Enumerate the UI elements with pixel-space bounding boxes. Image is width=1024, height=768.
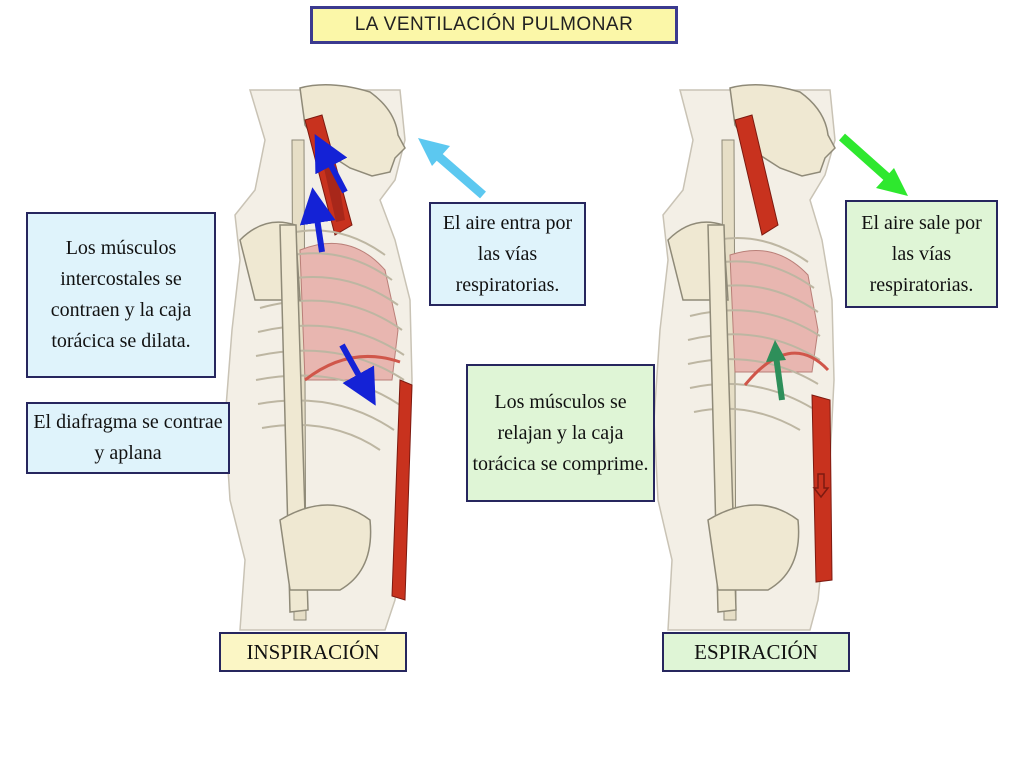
- diaphragm-up-arrowhead: [766, 340, 786, 362]
- skull: [299, 84, 406, 177]
- expiration-label: ESPIRACIÓN: [662, 632, 850, 672]
- air-in-note: El aire entra por las vías respiratorias…: [429, 202, 586, 306]
- air-in-arrow-icon: [418, 138, 486, 199]
- diaphragm-contract-note: El diafragma se contrae y aplana: [26, 402, 230, 474]
- expiration-figure: [653, 84, 836, 631]
- chest-arrow-icon: [299, 187, 336, 253]
- neck-arrow-icon: [314, 134, 348, 194]
- air-out-arrow-icon: [839, 133, 908, 196]
- abdominal-muscle: [391, 379, 413, 601]
- inspiration-label: INSPIRACIÓN: [219, 632, 407, 672]
- neck-muscle: [734, 114, 779, 236]
- pelvis: [707, 504, 800, 591]
- abdominal-muscle: [811, 394, 833, 583]
- intercostal-contract-note: Los músculos intercostales se contraen y…: [26, 212, 216, 378]
- diaphragm: [743, 351, 830, 386]
- pelvis: [279, 504, 372, 591]
- page-title: LA VENTILACIÓN PULMONAR: [310, 6, 678, 44]
- diaphragm-down-arrow-icon: [339, 343, 376, 406]
- diaphragm-up-arrow-icon: [773, 355, 785, 401]
- inspiration-figure: [224, 84, 413, 631]
- skull: [729, 84, 836, 177]
- lung: [729, 250, 819, 373]
- air-out-note: El aire sale por las vías respiratorias.: [845, 200, 998, 308]
- muscles-relax-note: Los músculos se relajan y la caja toráci…: [466, 364, 655, 502]
- muscle-down-arrow-icon: [812, 473, 830, 499]
